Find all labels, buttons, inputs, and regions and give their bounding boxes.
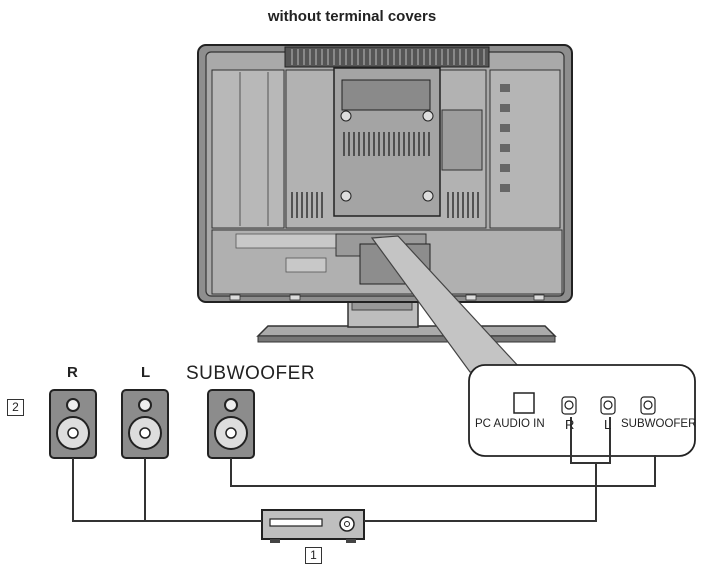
pc-audio-in-jack-icon (513, 392, 535, 414)
callout-r-label: R (565, 417, 575, 432)
speaker-left-icon (121, 389, 169, 459)
rca-subwoofer-jack-icon (640, 396, 656, 415)
speakers-marker-label: 2 (7, 399, 24, 416)
speaker-right-icon (49, 389, 97, 459)
diagram-title: without terminal covers (267, 8, 437, 25)
callout-subwoofer-label: SUBWOOFER (621, 418, 697, 430)
callout-l-label: L (604, 417, 612, 432)
callout-pc-audio-in-label: PC AUDIO IN (475, 418, 545, 430)
subwoofer-speaker-icon (207, 389, 255, 459)
rca-l-jack-icon (600, 396, 616, 415)
speaker-right-label: R (67, 364, 78, 381)
rca-r-jack-icon (561, 396, 577, 415)
speaker-cables (72, 417, 656, 522)
amplifier-icon (261, 509, 365, 543)
callout-box (468, 364, 696, 457)
speaker-left-label: L (141, 364, 151, 381)
subwoofer-label: SUBWOOFER (186, 363, 316, 384)
tv-back (197, 44, 573, 343)
amplifier-marker-label: 1 (305, 547, 322, 564)
